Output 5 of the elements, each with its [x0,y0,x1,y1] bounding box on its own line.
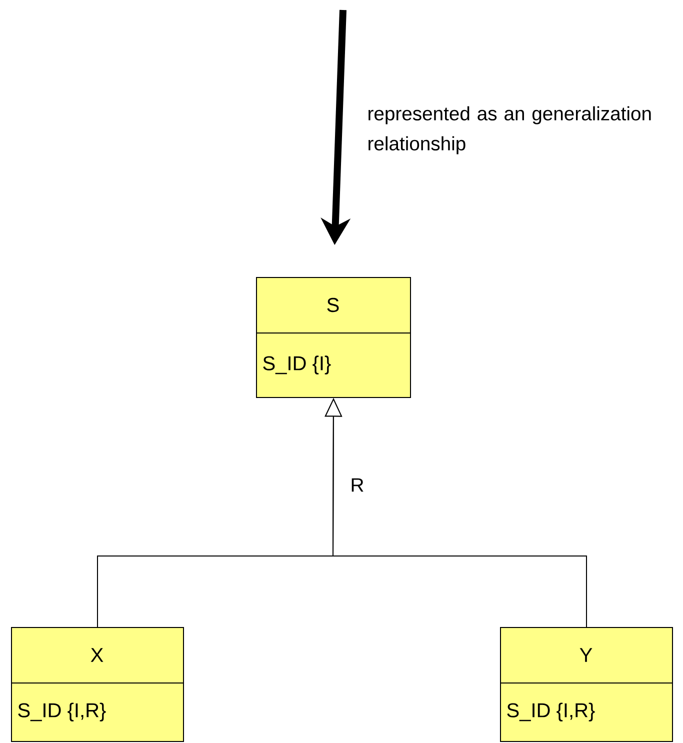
class-box: Y S_ID {I,R} [500,627,673,742]
class-box: X S_ID {I,R} [10,627,184,742]
edge-label: R [352,478,364,492]
class-box: S S_ID {I} [256,277,411,398]
edge-label: represented as an generalization relationship [368,106,651,154]
